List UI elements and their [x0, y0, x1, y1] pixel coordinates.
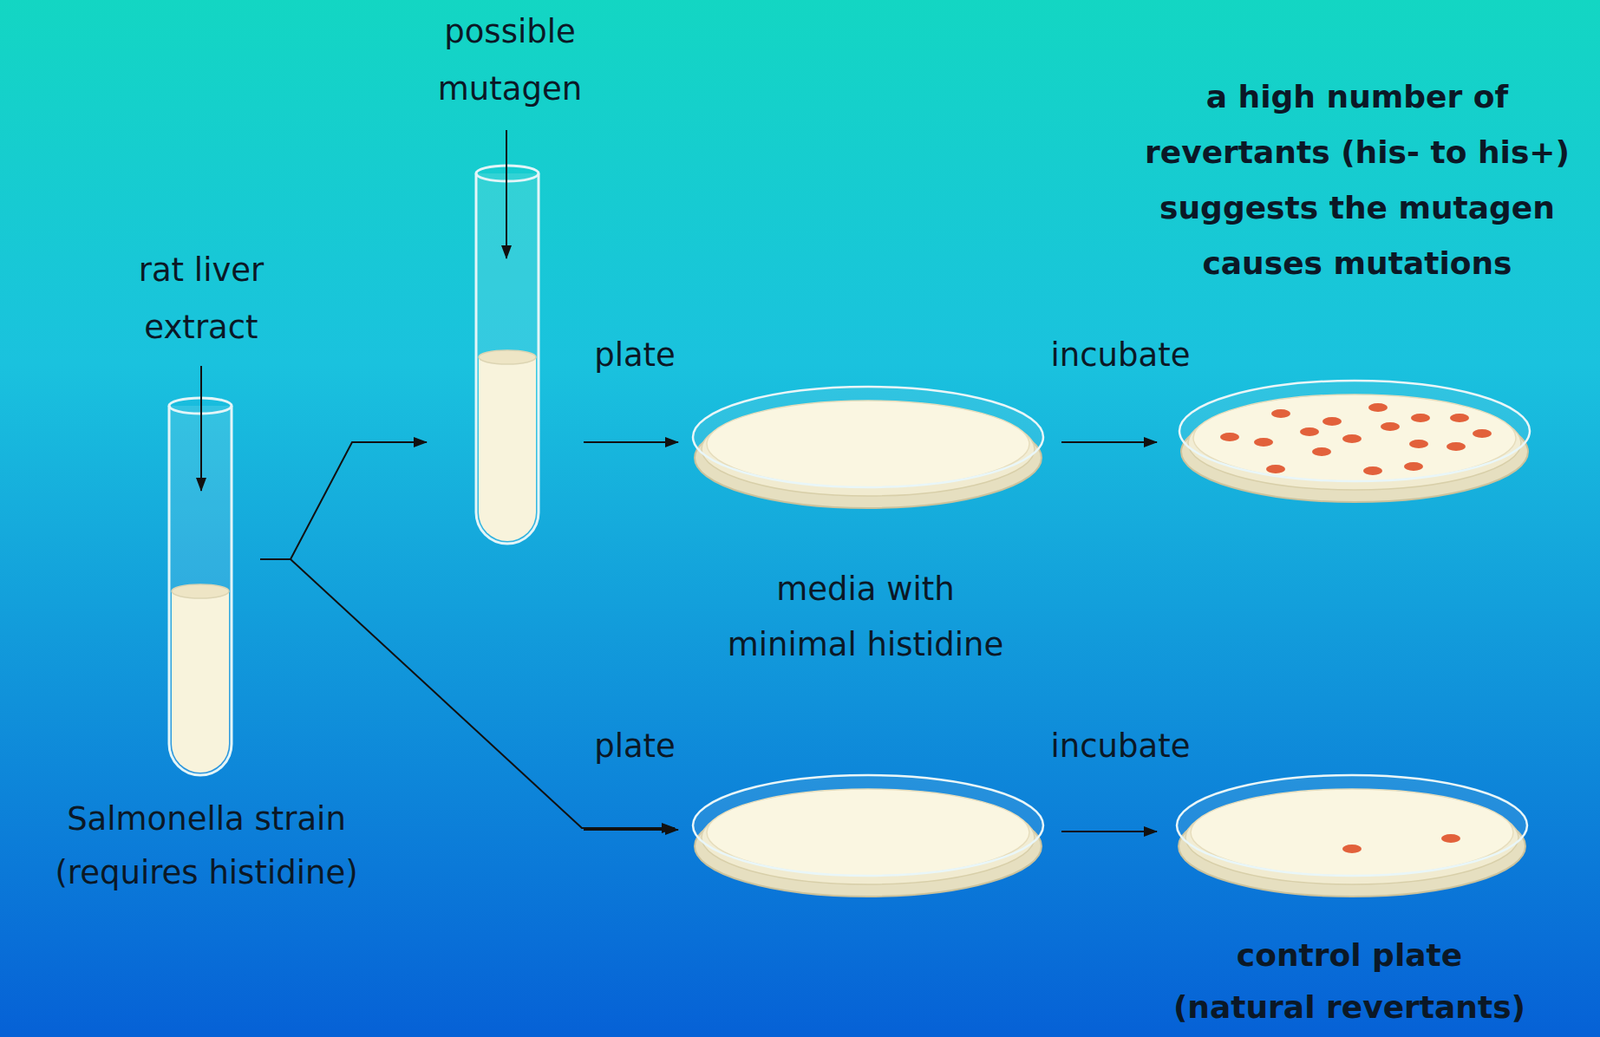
colonies [1342, 834, 1461, 854]
pointer-arrow [200, 365, 203, 491]
step-label: plate [594, 328, 676, 383]
petri-dish [1176, 775, 1528, 897]
pointer-arrow [505, 130, 508, 259]
step-label: plate [594, 719, 676, 774]
step-label: incubate [1051, 328, 1191, 383]
strain-label: Salmonella strain (requires histidine) [54, 792, 358, 901]
result-note: a high number of revertants (his- to his… [1144, 69, 1570, 292]
control-caption: control plate (natural revertants) [1173, 929, 1526, 1034]
petri-dish [1179, 380, 1530, 503]
process-arrow [1061, 441, 1157, 444]
process-arrow [583, 829, 679, 831]
step-label: incubate [1051, 719, 1191, 774]
pointer-label: rat liver extract [138, 241, 265, 357]
process-arrow [1061, 830, 1157, 833]
branch-arrow [260, 442, 427, 560]
colonies [1220, 403, 1492, 476]
pointer-label: possible mutagen [437, 3, 582, 118]
petri-dish [692, 386, 1044, 509]
process-arrow [583, 441, 679, 444]
branch-arrow [290, 559, 675, 829]
media-label: media with minimal histidine [727, 561, 1005, 673]
petri-dish [692, 775, 1044, 897]
